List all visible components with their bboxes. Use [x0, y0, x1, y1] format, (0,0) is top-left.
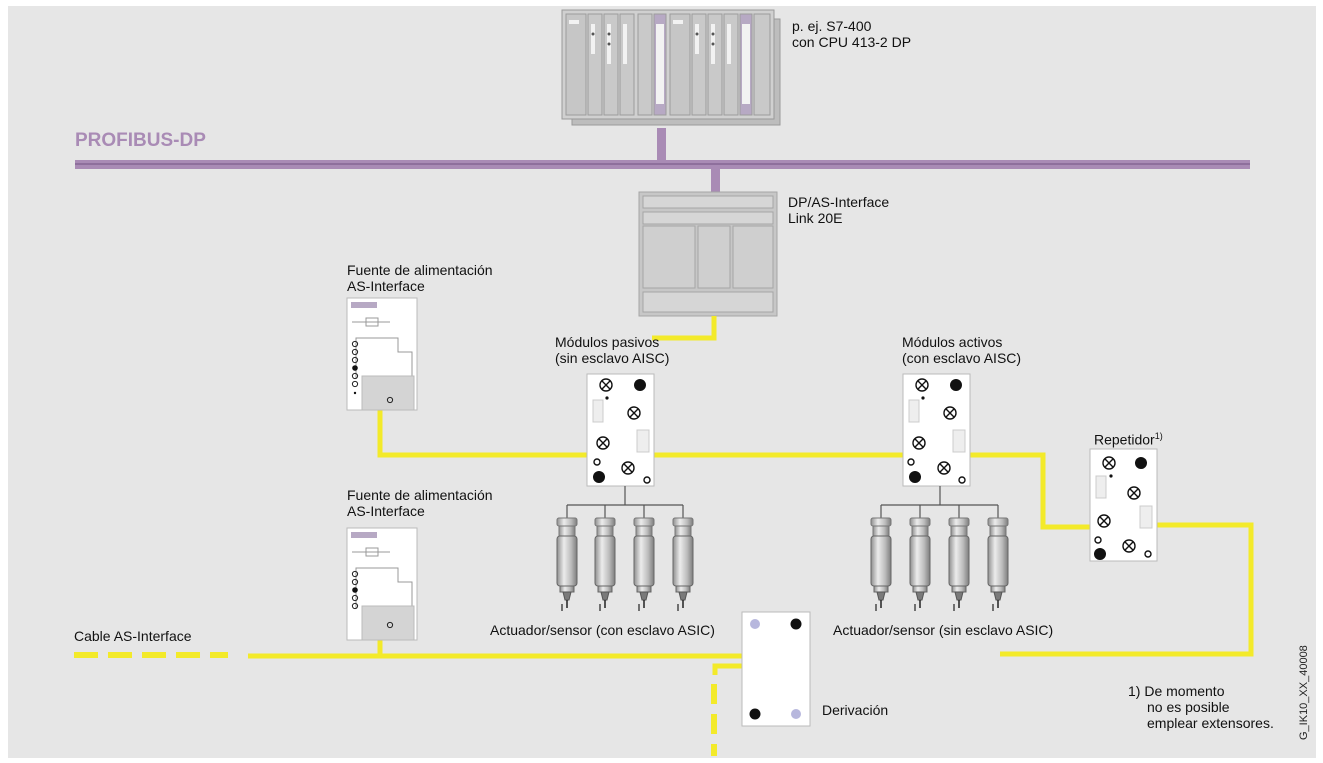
plc-label-line1: p. ej. S7-400	[792, 18, 872, 34]
actuator-sensor-with-asic-2	[594, 517, 616, 611]
power-supply-2	[346, 527, 418, 641]
dp-as-interface-link	[638, 191, 778, 317]
actuator-sensor-with-asic-1	[556, 517, 578, 611]
power-supply-1-label-line2: AS-Interface	[347, 278, 425, 294]
power-supply-2-label-line1: Fuente de alimentación	[347, 487, 493, 503]
repeater-label: Repetidor1)	[1094, 428, 1163, 449]
power-supply-1	[346, 297, 418, 411]
power-supply-1-label-line1: Fuente de alimentación	[347, 262, 493, 278]
footnote-line3: emplear extensores.	[1147, 715, 1274, 731]
link-label-line2: Link 20E	[788, 210, 843, 226]
profibus-bus-line	[75, 128, 1250, 192]
power-supply-2-label-line2: AS-Interface	[347, 503, 425, 519]
actuator-sensor-without-asic-3	[948, 517, 970, 611]
passive-modules-label-line2: (sin esclavo AISC)	[555, 350, 670, 366]
active-module	[902, 373, 971, 487]
sensor-wiring-left	[566, 486, 684, 518]
actuator-sensor-without-asic-1	[870, 517, 892, 611]
repeater-footnote-mark: 1)	[1154, 431, 1163, 441]
figure-code: G_IK10_XX_40008	[1298, 645, 1310, 740]
sensor-wiring-right	[880, 486, 999, 518]
footnote-line1: 1) De momento	[1128, 683, 1225, 699]
footnote-line2: no es posible	[1147, 699, 1230, 715]
actuator-without-asic-label: Actuador/sensor (sin esclavo ASIC)	[833, 622, 1054, 638]
plc-rack	[561, 9, 781, 126]
branch-box	[741, 611, 811, 727]
actuator-with-asic-label: Actuador/sensor (con esclavo ASIC)	[490, 622, 715, 638]
profibus-label: PROFIBUS-DP	[75, 130, 206, 151]
actuator-sensor-with-asic-4	[672, 517, 694, 611]
sensor-group-with-asic	[556, 517, 694, 611]
repeater-module	[1089, 448, 1158, 562]
active-modules-label-line2: (con esclavo AISC)	[902, 350, 1022, 366]
actuator-sensor-without-asic-4	[987, 517, 1009, 611]
as-interface-cable	[248, 316, 1254, 675]
link-label-line1: DP/AS-Interface	[788, 194, 890, 210]
sensor-group-without-asic	[870, 517, 1009, 611]
cable-dashes-left	[74, 652, 228, 658]
passive-module	[586, 373, 655, 487]
cable-label: Cable AS-Interface	[74, 628, 192, 644]
actuator-sensor-with-asic-3	[633, 517, 655, 611]
repeater-label-text: Repetidor	[1094, 431, 1155, 448]
plc-label-line2: con CPU 413-2 DP	[792, 34, 912, 50]
actuator-sensor-without-asic-2	[909, 517, 931, 611]
branch-label: Derivación	[822, 702, 889, 718]
cable-dashes-down	[711, 684, 717, 756]
passive-modules-label-line1: Módulos pasivos	[555, 334, 660, 350]
active-modules-label-line1: Módulos activos	[902, 334, 1003, 350]
